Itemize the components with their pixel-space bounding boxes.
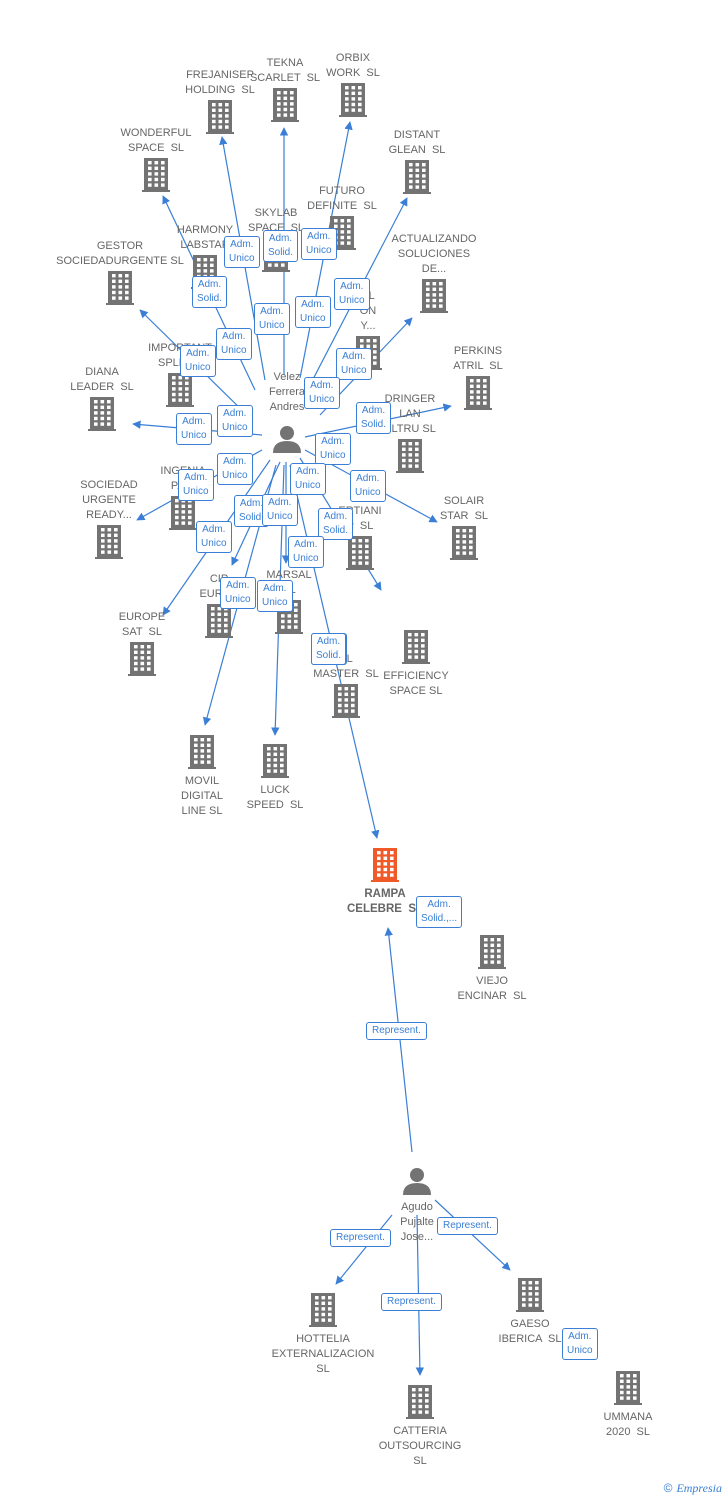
edge-agudo-to-gaeso	[434, 1199, 511, 1271]
building-icon-dringer[interactable]	[396, 439, 424, 473]
role-badge[interactable]: Adm. Unico	[262, 494, 298, 526]
role-badge[interactable]: Adm. Solid.	[192, 276, 228, 308]
building-icon-efficiency[interactable]	[402, 630, 430, 664]
building-icon-europe[interactable]	[128, 642, 156, 676]
person-icon-agudo[interactable]	[403, 1168, 431, 1195]
building-icon-tekna[interactable]	[271, 88, 299, 122]
building-icon-orbix[interactable]	[339, 83, 367, 117]
building-icon-luck[interactable]	[261, 744, 289, 778]
role-badge[interactable]: Adm. Unico	[254, 303, 290, 335]
role-badge[interactable]: Adm. Unico	[315, 433, 351, 465]
role-badge[interactable]: Adm. Unico	[295, 296, 331, 328]
role-badge[interactable]: Adm. Solid.	[356, 402, 392, 434]
edge-label-agudo-to-gaeso[interactable]: Represent.	[437, 1217, 498, 1235]
building-icon-perkins[interactable]	[464, 376, 492, 410]
building-icon-wonderful[interactable]	[142, 158, 170, 192]
role-badge[interactable]: Adm. Solid.	[311, 633, 347, 665]
edge-agudo-to-rampa	[384, 927, 413, 1153]
role-badge[interactable]: Adm. Unico	[301, 228, 337, 260]
role-badge[interactable]: Adm. Unico	[562, 1328, 598, 1360]
role-badge[interactable]: Adm. Solid.	[318, 508, 354, 540]
building-icon-ummana[interactable]	[614, 1371, 642, 1405]
building-icon-frejanisep[interactable]	[206, 100, 234, 134]
role-badge[interactable]: Adm. Unico	[217, 405, 253, 437]
role-badge[interactable]: Adm. Unico	[176, 413, 212, 445]
edge-label-agudo-to-rampa[interactable]: Represent.	[366, 1022, 427, 1040]
role-badge[interactable]: Adm. Unico	[217, 453, 253, 485]
building-icon-hottelia[interactable]	[309, 1293, 337, 1327]
role-badge[interactable]: Adm. Solid.	[263, 230, 299, 262]
building-icon-sociedad[interactable]	[95, 525, 123, 559]
role-badge[interactable]: Adm. Unico	[288, 536, 324, 568]
building-icon-gaeso[interactable]	[516, 1278, 544, 1312]
copyright-symbol: ©	[663, 1481, 673, 1495]
building-icon-distant[interactable]	[403, 160, 431, 194]
role-badge[interactable]: Adm. Unico	[180, 345, 216, 377]
building-icon-catteria[interactable]	[406, 1385, 434, 1419]
building-icon-cip[interactable]	[205, 604, 233, 638]
person-icon-velez[interactable]	[273, 426, 301, 453]
role-badge[interactable]: Adm. Solid.,...	[416, 896, 463, 928]
role-badge[interactable]: Adm. Unico	[304, 377, 340, 409]
building-icon-movil[interactable]	[188, 735, 216, 769]
building-icon-solair[interactable]	[450, 526, 478, 560]
edge-label-agudo-to-catteria[interactable]: Represent.	[381, 1293, 442, 1311]
role-badge[interactable]: Adm. Unico	[224, 236, 260, 268]
edge-label-agudo-to-hottelia[interactable]: Represent.	[330, 1229, 391, 1247]
role-badge[interactable]: Adm. Unico	[334, 278, 370, 310]
brand-watermark: ©Empresia	[664, 1481, 722, 1496]
role-badge[interactable]: Adm. Unico	[220, 577, 256, 609]
building-icon-rampa[interactable]	[371, 848, 399, 882]
role-badge[interactable]: Adm. Unico	[216, 328, 252, 360]
building-icon-ertiani[interactable]	[346, 536, 374, 570]
role-badge[interactable]: Adm. Unico	[290, 463, 326, 495]
building-icon-important[interactable]	[166, 373, 194, 407]
building-icon-gestor[interactable]	[106, 271, 134, 305]
brand-name: Empresia	[676, 1481, 722, 1495]
building-icon-master[interactable]	[332, 684, 360, 718]
building-icon-diana[interactable]	[88, 397, 116, 431]
role-badge[interactable]: Adm. Unico	[336, 348, 372, 380]
building-icon-actualizando[interactable]	[420, 279, 448, 313]
building-icon-viejo[interactable]	[478, 935, 506, 969]
role-badge[interactable]: Adm. Unico	[350, 470, 386, 502]
role-badge[interactable]: Adm. Unico	[196, 521, 232, 553]
role-badge[interactable]: Adm. Unico	[257, 580, 293, 612]
edge-agudo-to-hottelia	[335, 1214, 393, 1285]
role-badge[interactable]: Adm. Unico	[178, 469, 214, 501]
building-icon-ingenia[interactable]	[169, 496, 197, 530]
